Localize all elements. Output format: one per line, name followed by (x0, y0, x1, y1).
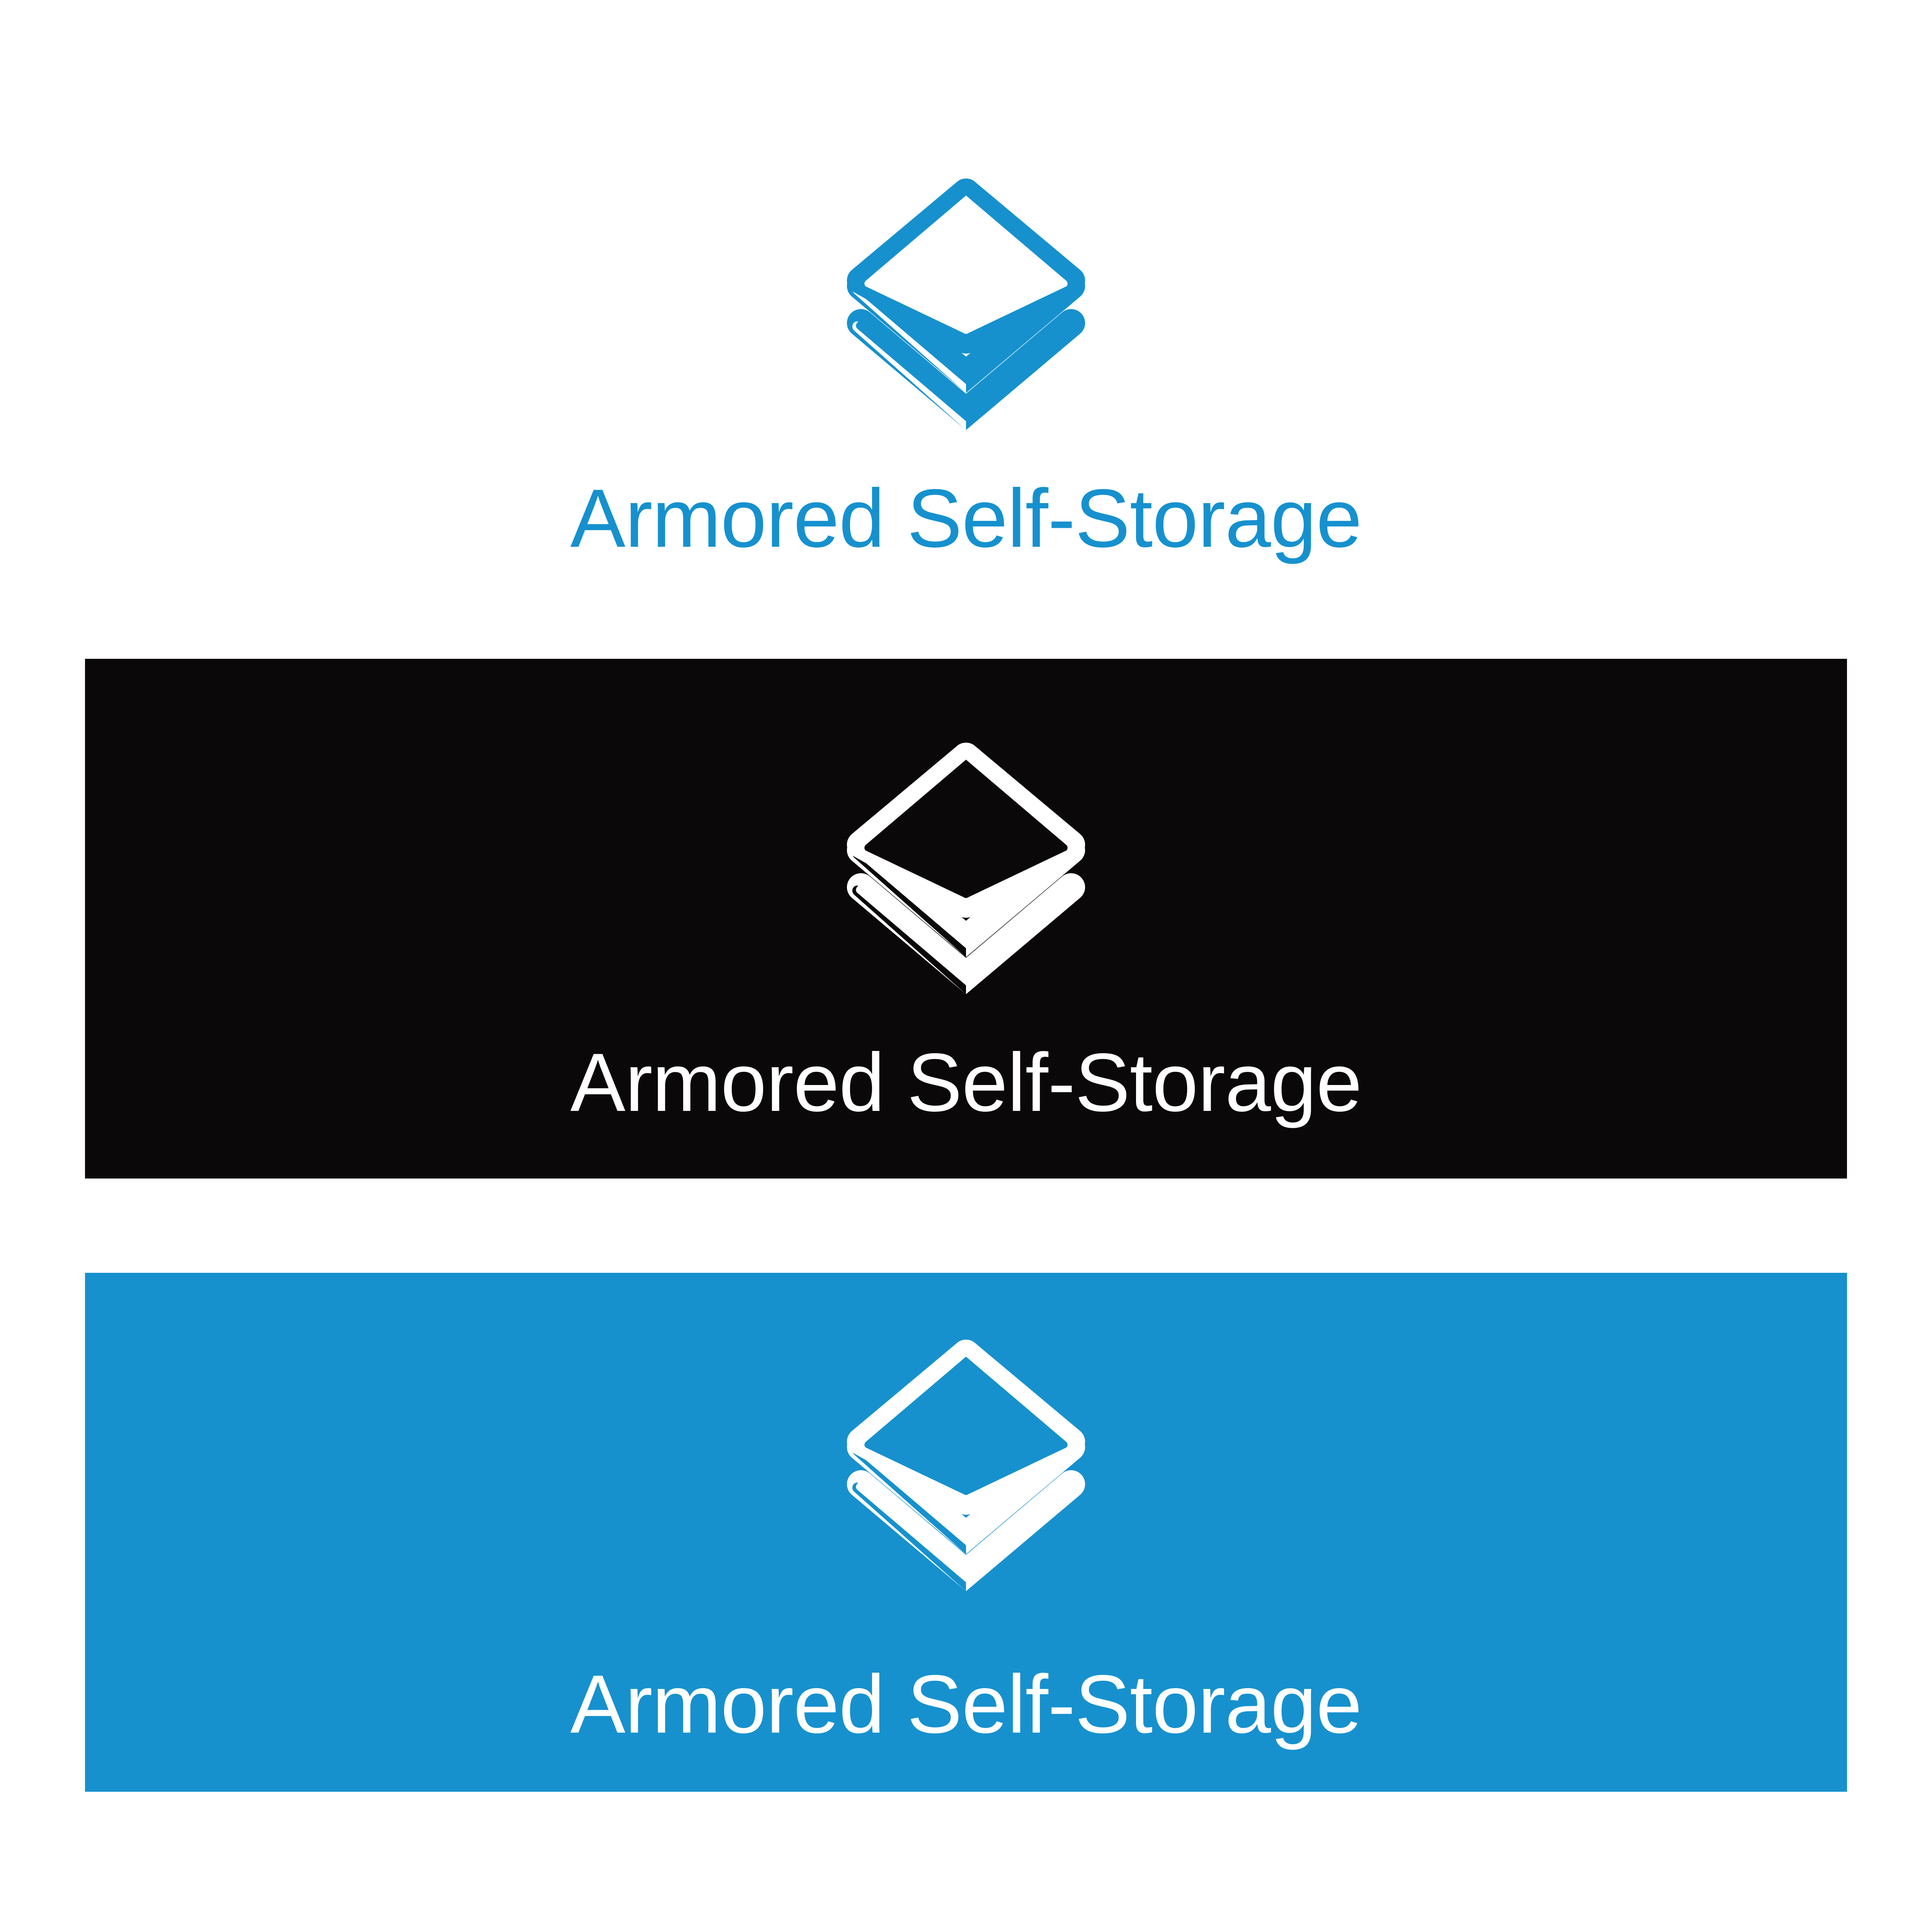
banner-dark-background: Armored Self-Storage (85, 659, 1847, 1179)
wordmark-dark: Armored Self-Storage (570, 1036, 1362, 1129)
stacked-layers-icon (840, 1335, 1092, 1591)
wordmark-blue: Armored Self-Storage (570, 1658, 1362, 1750)
stacked-layers-icon (840, 174, 1092, 430)
stacked-layers-icon (840, 738, 1092, 994)
banner-blue-background: Armored Self-Storage (85, 1273, 1847, 1792)
wordmark-primary: Armored Self-Storage (570, 472, 1362, 565)
logo-lockup-blue: Armored Self-Storage (85, 1335, 1847, 1746)
logo-lockup-dark: Armored Self-Storage (85, 738, 1847, 1124)
logo-lockup-primary: Armored Self-Storage (0, 174, 1932, 560)
